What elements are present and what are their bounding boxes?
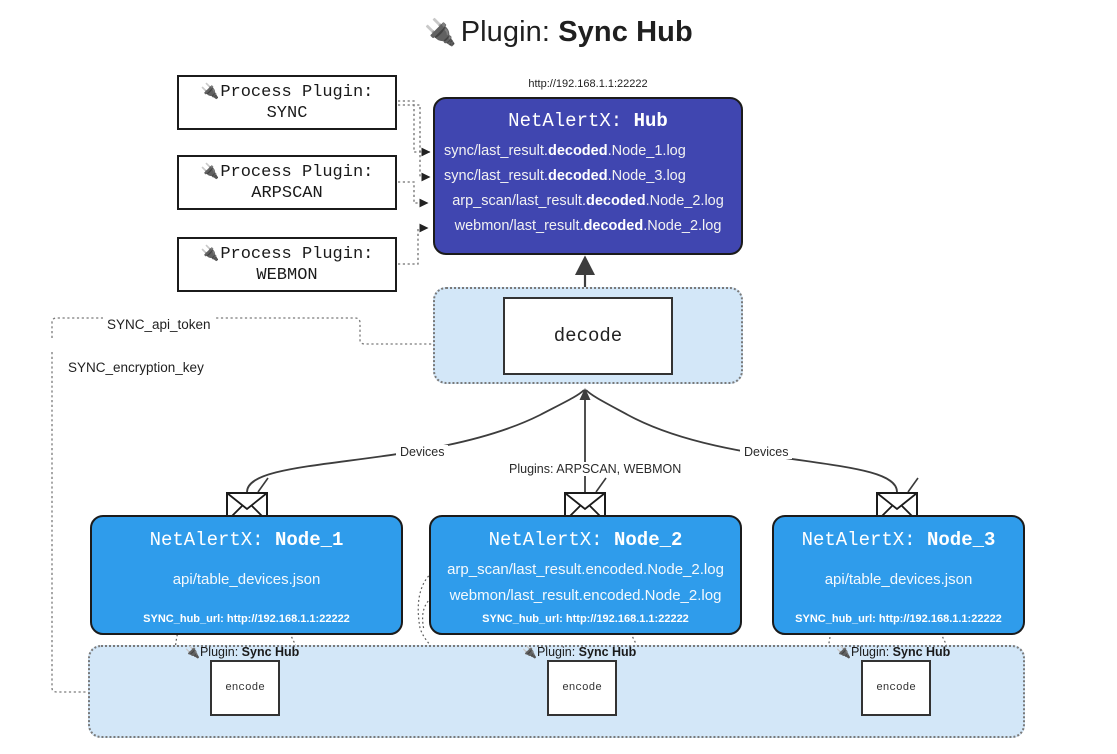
- encoder-plugin-prefix: Plugin:: [850, 645, 890, 659]
- encoder-plugin-prefix: Plugin:: [536, 645, 576, 659]
- hub-log-item: arp_scan/last_result.decoded.Node_2.log: [435, 189, 741, 214]
- hub-header: NetAlertX: Hub: [435, 110, 741, 132]
- node-header: NetAlertX: Node_1: [92, 529, 401, 551]
- node-app-name: NetAlertX:: [801, 529, 916, 551]
- log-post: .Node_2.log: [645, 193, 724, 209]
- encode-box-2[interactable]: encode: [547, 660, 617, 716]
- node-header: NetAlertX: Node_2: [431, 529, 740, 551]
- label-sync-encryption-key: SYNC_encryption_key: [64, 360, 208, 375]
- hub-role: Hub: [633, 110, 668, 132]
- node-hub-url: SYNC_hub_url: http://192.168.1.1:22222: [143, 613, 350, 625]
- log-em: decoded: [583, 218, 644, 234]
- hub-url-caption: http://192.168.1.1:22222: [528, 78, 648, 90]
- log-post: .Node_2.log: [643, 218, 722, 234]
- hub-node[interactable]: NetAlertX: Hub sync/last_result.decoded.…: [433, 97, 743, 255]
- node-artifact: webmon/last_result.encoded.Node_2.log: [449, 587, 722, 604]
- encoder-plugin-label-2: 🔌Plugin: Sync Hub: [522, 645, 636, 659]
- encoder-plugin-name: Sync Hub: [241, 645, 300, 659]
- node-box-node-2[interactable]: NetAlertX: Node_2 arp_scan/last_result.e…: [429, 515, 742, 635]
- node-name: Node_3: [927, 529, 996, 551]
- encode-box-1[interactable]: encode: [210, 660, 280, 716]
- encoder-plugin-name: Sync Hub: [892, 645, 951, 659]
- log-em: decoded: [547, 168, 608, 184]
- encoder-plugin-name: Sync Hub: [578, 645, 637, 659]
- process-plugin-webmon[interactable]: 🔌Process Plugin: WEBMON: [177, 237, 397, 292]
- node-artifact: api/table_devices.json: [172, 571, 321, 588]
- hub-log-list: sync/last_result.decoded.Node_1.log sync…: [435, 139, 741, 239]
- hub-app-name: NetAlertX:: [508, 110, 623, 132]
- plug-icon: 🔌: [424, 17, 457, 47]
- node-box-node-1[interactable]: NetAlertX: Node_1 api/table_devices.json…: [90, 515, 403, 635]
- encode-box-3[interactable]: encode: [861, 660, 931, 716]
- process-plugin-name: ARPSCAN: [251, 183, 323, 203]
- page-title-prefix: Plugin:: [460, 16, 551, 48]
- edge-label-plugins: Plugins: ARPSCAN, WEBMON: [505, 462, 686, 476]
- encoder-plugin-prefix: Plugin:: [199, 645, 239, 659]
- plug-icon: 🔌: [200, 163, 220, 181]
- page-title-name: Sync Hub: [558, 16, 693, 48]
- hub-log-item: sync/last_result.decoded.Node_1.log: [435, 139, 741, 164]
- process-plugin-title: Process Plugin:: [220, 82, 374, 102]
- process-plugin-sync[interactable]: 🔌Process Plugin: SYNC: [177, 75, 397, 130]
- node-header: NetAlertX: Node_3: [774, 529, 1023, 551]
- plug-icon: 🔌: [185, 645, 200, 659]
- node-hub-url: SYNC_hub_url: http://192.168.1.1:22222: [795, 613, 1002, 625]
- label-sync-api-token: SYNC_api_token: [103, 317, 215, 332]
- process-plugin-arpscan[interactable]: 🔌Process Plugin: ARPSCAN: [177, 155, 397, 210]
- plug-icon: 🔌: [200, 245, 220, 263]
- process-plugin-title: Process Plugin:: [220, 244, 374, 264]
- node-app-name: NetAlertX:: [149, 529, 264, 551]
- encoder-plugin-label-1: 🔌Plugin: Sync Hub: [185, 645, 299, 659]
- log-post: .Node_1.log: [607, 143, 686, 159]
- page-title: 🔌Plugin: Sync Hub: [0, 16, 1117, 49]
- process-plugin-name: WEBMON: [256, 265, 318, 285]
- log-post: .Node_3.log: [607, 168, 686, 184]
- process-plugin-title: Process Plugin:: [220, 162, 374, 182]
- log-pre: webmon/last_result.: [454, 218, 584, 234]
- node-box-node-3[interactable]: NetAlertX: Node_3 api/table_devices.json…: [772, 515, 1025, 635]
- node-hub-url: SYNC_hub_url: http://192.168.1.1:22222: [482, 613, 689, 625]
- encoder-plugin-label-3: 🔌Plugin: Sync Hub: [836, 645, 950, 659]
- hub-log-item: sync/last_result.decoded.Node_3.log: [435, 164, 741, 189]
- node-artifact: arp_scan/last_result.encoded.Node_2.log: [447, 561, 724, 578]
- process-plugin-name: SYNC: [266, 103, 308, 123]
- log-pre: arp_scan/last_result.: [452, 193, 586, 209]
- edge-label-devices-left: Devices: [396, 445, 449, 459]
- log-em: decoded: [547, 143, 608, 159]
- node-name: Node_2: [614, 529, 683, 551]
- edge-label-devices-right: Devices: [740, 445, 793, 459]
- log-pre: sync/last_result.: [444, 143, 548, 159]
- plug-icon: 🔌: [836, 645, 851, 659]
- node-artifact: api/table_devices.json: [824, 571, 973, 588]
- plug-icon: 🔌: [522, 645, 537, 659]
- hub-log-item: webmon/last_result.decoded.Node_2.log: [435, 214, 741, 239]
- log-pre: sync/last_result.: [444, 168, 548, 184]
- log-em: decoded: [585, 193, 646, 209]
- decode-box[interactable]: decode: [503, 297, 673, 375]
- plug-icon: 🔌: [200, 83, 220, 101]
- node-app-name: NetAlertX:: [488, 529, 603, 551]
- node-name: Node_1: [275, 529, 344, 551]
